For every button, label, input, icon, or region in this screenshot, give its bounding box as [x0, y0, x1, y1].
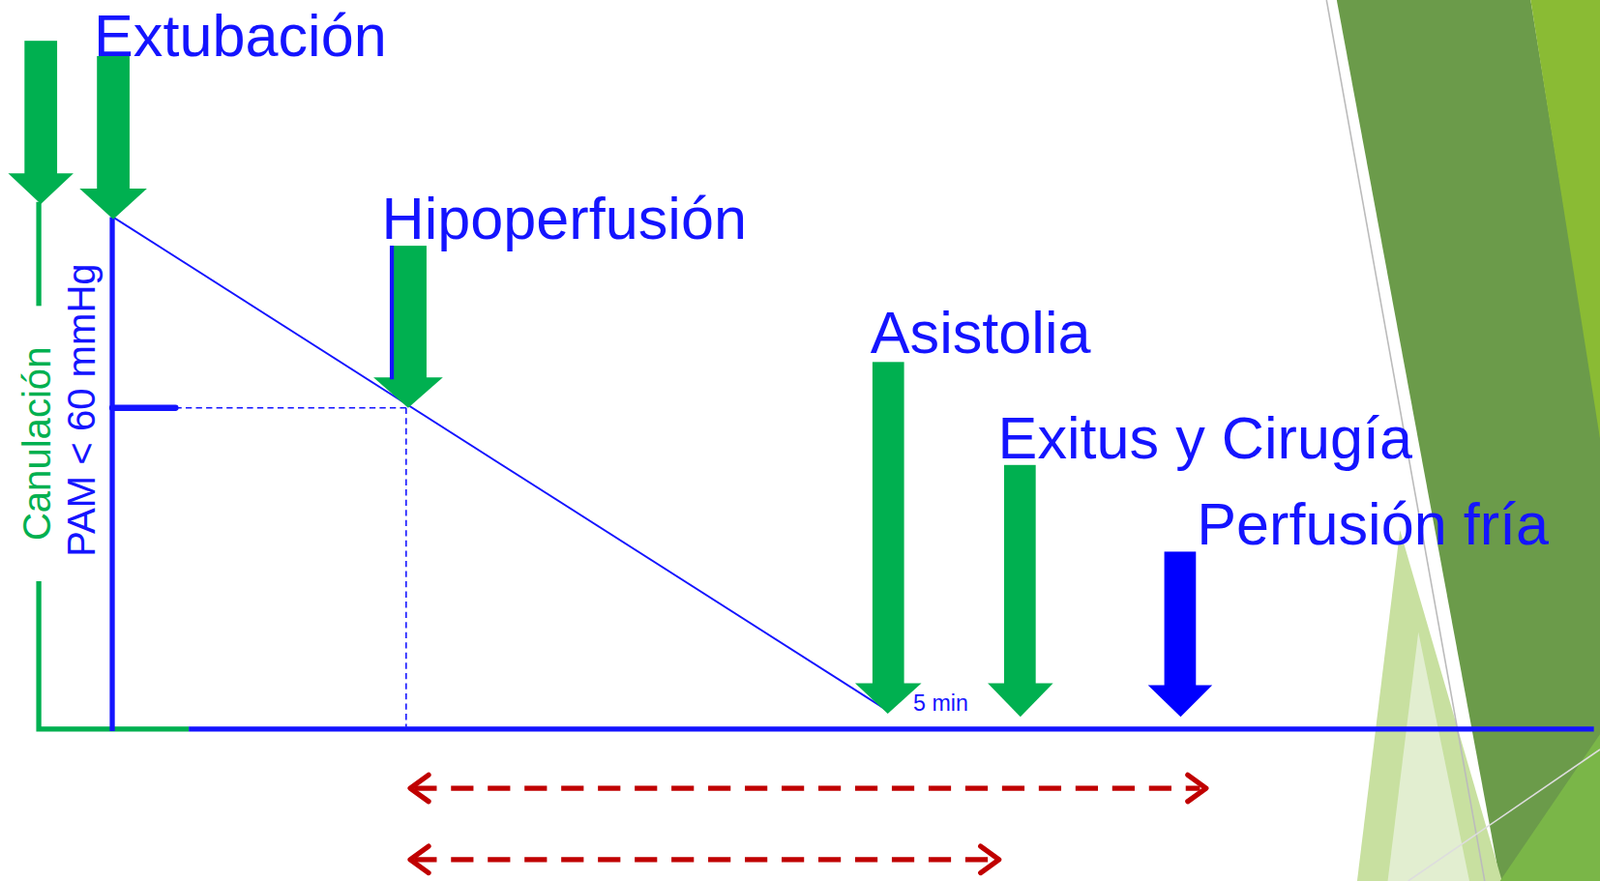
canulation-bracket [35, 202, 41, 307]
interval-arrow [410, 846, 1000, 873]
axis-tick [112, 405, 176, 412]
event-label: Extubación [93, 5, 387, 65]
event-label: Perfusión fría [1196, 495, 1549, 555]
event-label: Hipoperfusión [381, 188, 747, 248]
guide-dashed [175, 407, 406, 410]
extubation-arrow [79, 56, 148, 220]
y-axis [109, 217, 115, 732]
event-label: Asistolia [870, 302, 1092, 362]
decor-light [1357, 530, 1503, 881]
decor-bright [1530, 0, 1600, 439]
canulation-arrow [7, 40, 74, 205]
asystole-arrow [855, 361, 922, 714]
cold-perfusion-arrow [1148, 551, 1213, 717]
decor-line [1408, 749, 1600, 881]
decor-pale [1388, 632, 1470, 881]
guide-dashed [405, 408, 408, 728]
hypoperfusion-arrow [373, 245, 444, 409]
interval-arrow [410, 774, 1207, 801]
event-label: Exitus y Cirugía [998, 408, 1413, 468]
time-label: 5 min [913, 692, 969, 715]
axis-label: PAM < 60 mmHg [61, 263, 101, 557]
phase-label: Canulación [17, 347, 57, 542]
x-axis [188, 726, 1595, 732]
exitus-arrow [987, 465, 1054, 717]
pressure-decline [113, 217, 889, 712]
